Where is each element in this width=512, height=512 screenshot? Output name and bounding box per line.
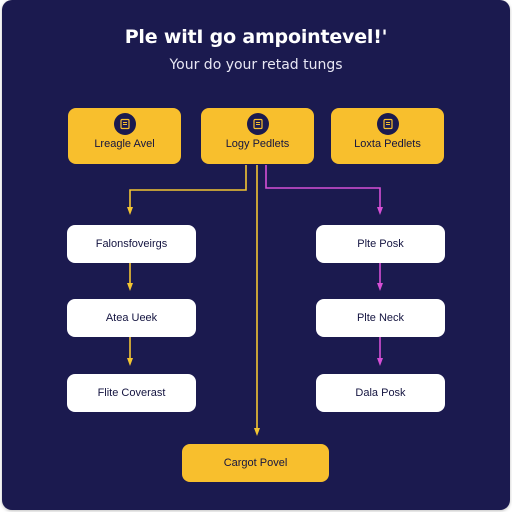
top-node-right[interactable]: Loxta Pedlets [331,108,444,164]
step-label: Flite Coverast [97,387,166,399]
left-step-2[interactable]: Atea Ueek [67,299,196,337]
right-step-1[interactable]: Plte Posk [316,225,445,263]
step-label: Dala Posk [355,387,406,399]
document-icon [376,113,399,135]
connector-top-to-left [127,165,247,215]
document-icon [113,113,136,135]
step-label: Plte Posk [357,238,404,250]
step-label: Atea Ueek [105,312,158,324]
top-node-middle[interactable]: Logy Pedlets [201,108,314,164]
left-step-3[interactable]: Flite Coverast [67,374,196,412]
top-node-left[interactable]: Lreagle Avel [68,108,181,164]
left-step-1[interactable]: Falonsfoveirgs [67,225,196,263]
top-node-label: Lreagle Avel [94,138,155,150]
bottom-node[interactable]: Cargot Povel [182,444,329,482]
connector-top-to-right [265,165,383,215]
right-step-3[interactable]: Dala Posk [316,374,445,412]
document-icon [246,113,269,135]
bottom-node-label: Cargot Povel [223,457,288,469]
top-node-label: Logy Pedlets [225,138,290,150]
step-label: Plte Neck [356,312,405,324]
top-node-label: Loxta Pedlets [354,138,421,150]
step-label: Falonsfoveirgs [95,238,168,250]
right-step-2[interactable]: Plte Neck [316,299,445,337]
diagram-title: Ple witI go ampointevel!' [124,26,388,48]
diagram-subtitle: Your do your retad tungs [169,57,343,73]
